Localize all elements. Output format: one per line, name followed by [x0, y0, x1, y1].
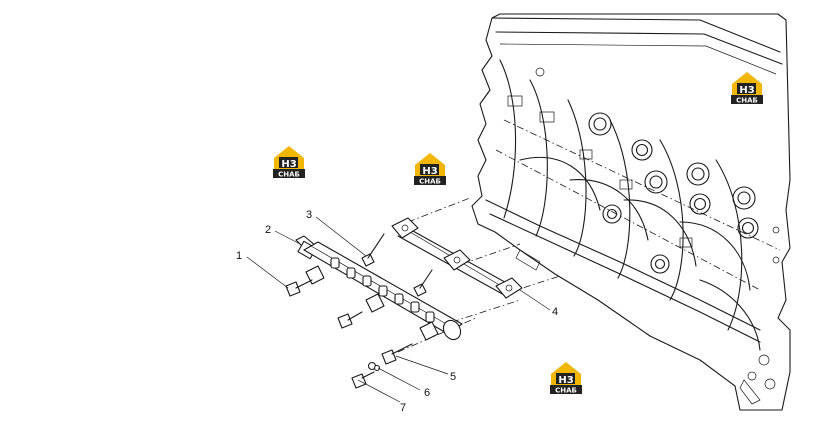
callout-6: 6 — [424, 387, 430, 399]
watermark-logo: H3 CHAБ — [550, 362, 582, 395]
leader-lines — [246, 216, 551, 403]
callout-7: 7 — [400, 402, 406, 414]
svg-text:H3: H3 — [422, 166, 437, 177]
callout-1: 1 — [236, 250, 242, 262]
fuel-rail — [295, 235, 463, 341]
callout-2: 2 — [265, 224, 271, 236]
engine-block — [471, 13, 791, 411]
alignment-lines — [397, 197, 561, 353]
svg-text:CHAБ: CHAБ — [736, 97, 758, 105]
svg-text:H3: H3 — [281, 159, 296, 170]
callout-5: 5 — [450, 371, 456, 383]
watermark-logo: H3 CHAБ — [273, 146, 305, 179]
svg-text:H3: H3 — [739, 85, 754, 96]
svg-text:CHAБ: CHAБ — [419, 178, 441, 186]
svg-text:H3: H3 — [558, 375, 573, 386]
bracket — [391, 217, 523, 299]
svg-text:CHAБ: CHAБ — [278, 171, 300, 179]
callout-4: 4 — [552, 306, 558, 318]
callout-3: 3 — [306, 209, 312, 221]
watermark-logo: H3 CHAБ — [414, 153, 446, 186]
fasteners — [285, 233, 433, 389]
watermark-logo: H3 CHAБ — [731, 72, 763, 105]
svg-text:CHAБ: CHAБ — [555, 387, 577, 395]
